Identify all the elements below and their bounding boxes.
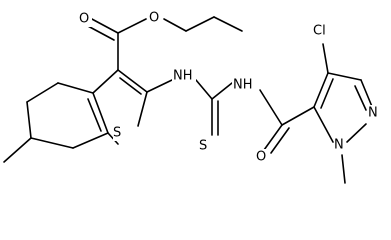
atom-o-ether-ester: O <box>149 11 159 26</box>
atom-s-thione: S <box>199 139 207 154</box>
atom-labels: O O NH NH S S Cl N N O <box>78 10 380 165</box>
bond-n1-methyl <box>341 154 346 184</box>
bond-ester-c-o-single <box>117 18 147 34</box>
bond-c7-c7a <box>72 132 109 149</box>
bond-c7a-c3a-double <box>87 98 102 132</box>
atom-cl: Cl <box>313 24 326 39</box>
structure-svg: O O NH NH S S Cl N N O <box>3 10 380 184</box>
atom-o-carbonyl-ester: O <box>79 12 89 27</box>
bond-o-propyl-c1 <box>163 18 187 32</box>
bond-nh-right-amide-c <box>259 89 283 126</box>
bond-c3a-c3 <box>92 69 119 94</box>
bond-c3-c2-double <box>119 77 142 95</box>
bond-c2-s <box>137 91 148 127</box>
bond-nh-left-cs <box>195 79 213 100</box>
bond-n1-c5 <box>313 106 334 143</box>
bond-amide-c-o-a <box>263 124 283 151</box>
atom-n-pyrazole-2: N <box>368 106 378 121</box>
bond-c6-methyl <box>3 137 32 163</box>
bond-c7a-c3a <box>92 92 109 134</box>
bond-propyl-c1-c2 <box>185 16 215 32</box>
bond-propyl-c2-c3 <box>213 16 243 32</box>
bond-c3-c2 <box>117 69 148 93</box>
bond-amide-c-o-b <box>270 127 290 154</box>
bond-c5-c4-double <box>320 78 334 109</box>
atom-nh-right: NH <box>233 78 253 93</box>
bond-c5-c6 <box>26 101 32 139</box>
bond-c6-c7 <box>30 137 74 149</box>
bond-c3-n2 <box>360 79 374 110</box>
bond-c5-c4 <box>313 72 329 108</box>
atom-o-amide: O <box>256 150 266 165</box>
atom-nh-left: NH <box>173 69 193 84</box>
bond-c4-cl <box>322 43 329 74</box>
bond-c4-c5 <box>26 82 59 103</box>
bond-ester-c-o-double-a <box>89 17 119 34</box>
bond-amide-c-pyrazole-c5 <box>281 106 315 126</box>
bond-n2-n1 <box>346 123 367 143</box>
bond-c2-nh-left <box>146 79 173 93</box>
bond-c3-n2-double <box>354 85 367 111</box>
bond-ester-c-o-double-b <box>85 24 115 41</box>
bond-c3a-c4 <box>57 82 94 94</box>
molecule-diagram: O O NH NH S S Cl N N O <box>3 10 380 184</box>
bond-c4-c3 <box>327 72 362 81</box>
bond-cs-nh-right <box>211 82 233 100</box>
atom-s-thiophene: S <box>113 126 121 141</box>
atom-n-pyrazole-1: N <box>334 138 344 153</box>
bonds <box>3 16 374 184</box>
